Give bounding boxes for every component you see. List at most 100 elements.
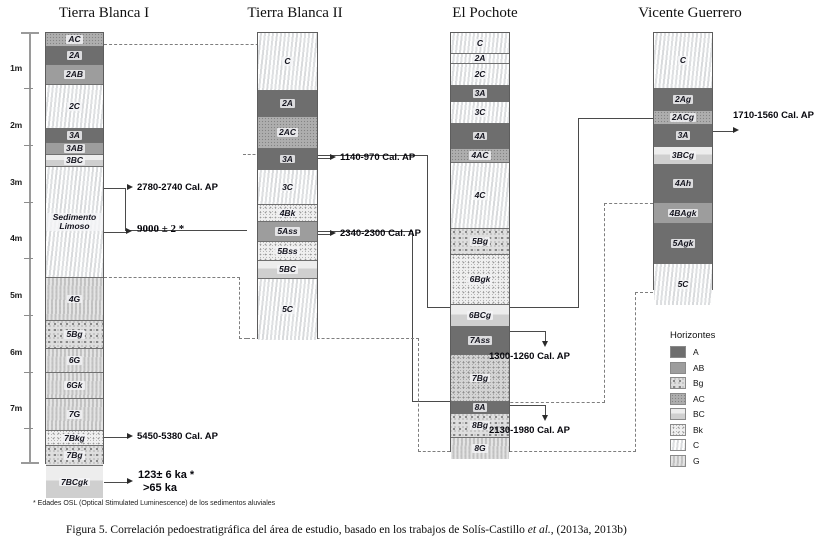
layer-tb2-4Bk: 4Bk xyxy=(258,205,317,222)
arrow-tb2-1140 xyxy=(330,154,336,160)
layer-tb1-6G: 6G xyxy=(46,349,103,373)
correlation-dashed-5-bottom xyxy=(450,451,636,452)
stratigraphic-column-tierra-blanca-ii: C 2A 2AC 3A 3C 4Bk 5Ass 5Bss 5BC 5C xyxy=(257,32,318,340)
legend-item-Bg: Bg xyxy=(670,376,715,390)
layer-ep-2A: 2A xyxy=(451,54,509,64)
layer-tb1-AC: AC xyxy=(46,33,103,47)
arrow-tb1-123 xyxy=(127,478,133,484)
stratigraphic-column-vicente-guerrero: C 2Ag 2ACg 3A 3BCg 4Ah 4BAgk 5Agk 5C xyxy=(653,32,713,305)
annotation-ep-2130: 2130-1980 Cal. AP xyxy=(489,425,570,436)
annotation-tb1-9000: 9000 ± 2 * xyxy=(137,223,185,235)
caption-prefix: Figura 5. Correlación pedoestratigráfica… xyxy=(66,524,528,536)
layer-ep-4AC: 4AC xyxy=(451,149,509,163)
correlation-dashed-3-end xyxy=(418,451,450,452)
layer-tb1-6Gk: 6Gk xyxy=(46,373,103,399)
annotation-tb1-5450: 5450-5380 Cal. AP xyxy=(137,431,218,442)
layer-vg-3BCg: 3BCg xyxy=(654,147,712,165)
legend-label-Bk: Bk xyxy=(693,424,703,435)
depth-label-2m: 2m xyxy=(10,120,22,130)
layer-tb2-3A: 3A xyxy=(258,149,317,170)
legend-swatch-BC xyxy=(670,408,686,420)
arrow-vg-1710 xyxy=(733,127,739,133)
correlation-dashed-4-bottom xyxy=(495,402,605,403)
legend-swatch-A xyxy=(670,346,686,358)
correlation-dashed-3-top xyxy=(247,338,419,339)
layer-ep-4C: 4C xyxy=(451,163,509,229)
layer-tb2-2A: 2A xyxy=(258,91,317,117)
layer-vg-5C: 5C xyxy=(654,264,712,305)
layer-tb1-4G: 4G xyxy=(46,278,103,321)
layer-tb2-3C: 3C xyxy=(258,170,317,205)
correlation-dashed-2-top xyxy=(104,277,240,278)
layer-tb1-3A: 3A xyxy=(46,129,103,143)
correlation-dashed-2-stub xyxy=(239,338,247,339)
correlation-dashed-4-top xyxy=(604,203,653,204)
layer-tb1-sedimento-limoso: Sedimento Limoso xyxy=(46,167,103,278)
layer-ep-6Bgk: 6Bgk xyxy=(451,255,509,305)
leader-ep-2130-v xyxy=(545,405,546,416)
correlation-solid-3-end xyxy=(412,401,450,402)
correlation-solid-4-bottom xyxy=(495,307,579,308)
layer-ep-7Bg: 7Bg xyxy=(451,355,509,402)
depth-tick-6m xyxy=(24,372,33,373)
caption-italic: et al. xyxy=(527,524,551,536)
legend-item-A: A xyxy=(670,345,715,359)
depth-scale-bottom-cap xyxy=(21,462,39,464)
layer-tb1-7Bg: 7Bg xyxy=(46,446,103,466)
legend-item-AB: AB xyxy=(670,361,715,375)
annotation-ep-1300: 1300-1260 Cal. AP xyxy=(489,351,570,362)
correlation-solid-1-vert xyxy=(125,188,126,231)
layer-tb2-C: C xyxy=(258,33,317,91)
layer-tb1-7BCgk: 7BCgk xyxy=(46,466,103,498)
depth-scale-top-cap xyxy=(21,32,39,34)
legend: Horizontes A AB Bg AC BC Bk C xyxy=(670,330,715,469)
arrow-ep-2130 xyxy=(542,415,548,421)
stratigraphic-column-el-pochote: C 2A 2C 3A 3C 4A 4AC 4C 5Bg 6Bgk 6BCg 7A… xyxy=(450,32,510,459)
layer-ep-3A: 3A xyxy=(451,86,509,102)
legend-item-BC: BC xyxy=(670,407,715,421)
annotation-tb1-123: 123± 6 ka * xyxy=(138,469,195,481)
annotation-tb1-65: >65 ka xyxy=(143,482,177,494)
annotation-vg-1710: 1710-1560 Cal. AP xyxy=(733,110,814,121)
leader-vg-1710 xyxy=(713,131,735,132)
correlation-dashed-3-vert xyxy=(418,338,419,452)
layer-vg-4Ah: 4Ah xyxy=(654,165,712,203)
correlation-dashed-5-top xyxy=(635,292,653,293)
arrow-ep-1300 xyxy=(542,341,548,347)
legend-swatch-AC xyxy=(670,392,686,405)
depth-label-6m: 6m xyxy=(10,347,22,357)
layer-ep-C: C xyxy=(451,33,509,54)
layer-vg-2ACg: 2ACg xyxy=(654,111,712,125)
depth-label-1m: 1m xyxy=(10,63,22,73)
figure-footnote: * Edades OSL (Optical Stimulated Lumines… xyxy=(33,500,276,507)
caption-suffix: , (2013a, 2013b) xyxy=(550,524,627,536)
leader-ep-2130-h xyxy=(510,405,546,406)
correlation-dashed-2-vert xyxy=(239,277,240,339)
legend-label-G: G xyxy=(693,455,700,466)
correlation-solid-2-vert xyxy=(427,155,428,308)
arrow-tb1-5450 xyxy=(127,433,133,439)
layer-ep-4A: 4A xyxy=(451,124,509,149)
correlation-solid-3-top xyxy=(318,231,413,232)
layer-tb2-5C: 5C xyxy=(258,279,317,340)
depth-tick-2m xyxy=(24,145,33,146)
legend-item-C: C xyxy=(670,438,715,452)
layer-ep-3C: 3C xyxy=(451,102,509,124)
legend-label-BC: BC xyxy=(693,409,705,419)
arrow-tb1-9000 xyxy=(126,228,132,234)
column-title-tierra-blanca-ii: Tierra Blanca II xyxy=(247,5,343,21)
leader-tb1-9000 xyxy=(104,232,128,233)
legend-item-AC: AC xyxy=(670,392,715,406)
depth-tick-7m xyxy=(24,428,33,429)
legend-swatch-AB xyxy=(670,361,686,374)
layer-tb2-5Ass: 5Ass xyxy=(258,222,317,242)
layer-vg-C: C xyxy=(654,33,712,89)
layer-tb1-5Bg: 5Bg xyxy=(46,321,103,349)
correlation-solid-2-top xyxy=(318,155,428,156)
depth-tick-4m xyxy=(24,258,33,259)
column-title-el-pochote: El Pochote xyxy=(452,5,518,21)
correlation-solid-1-start xyxy=(104,188,126,189)
arrow-tb2-2340 xyxy=(330,230,336,236)
depth-label-5m: 5m xyxy=(10,290,22,300)
